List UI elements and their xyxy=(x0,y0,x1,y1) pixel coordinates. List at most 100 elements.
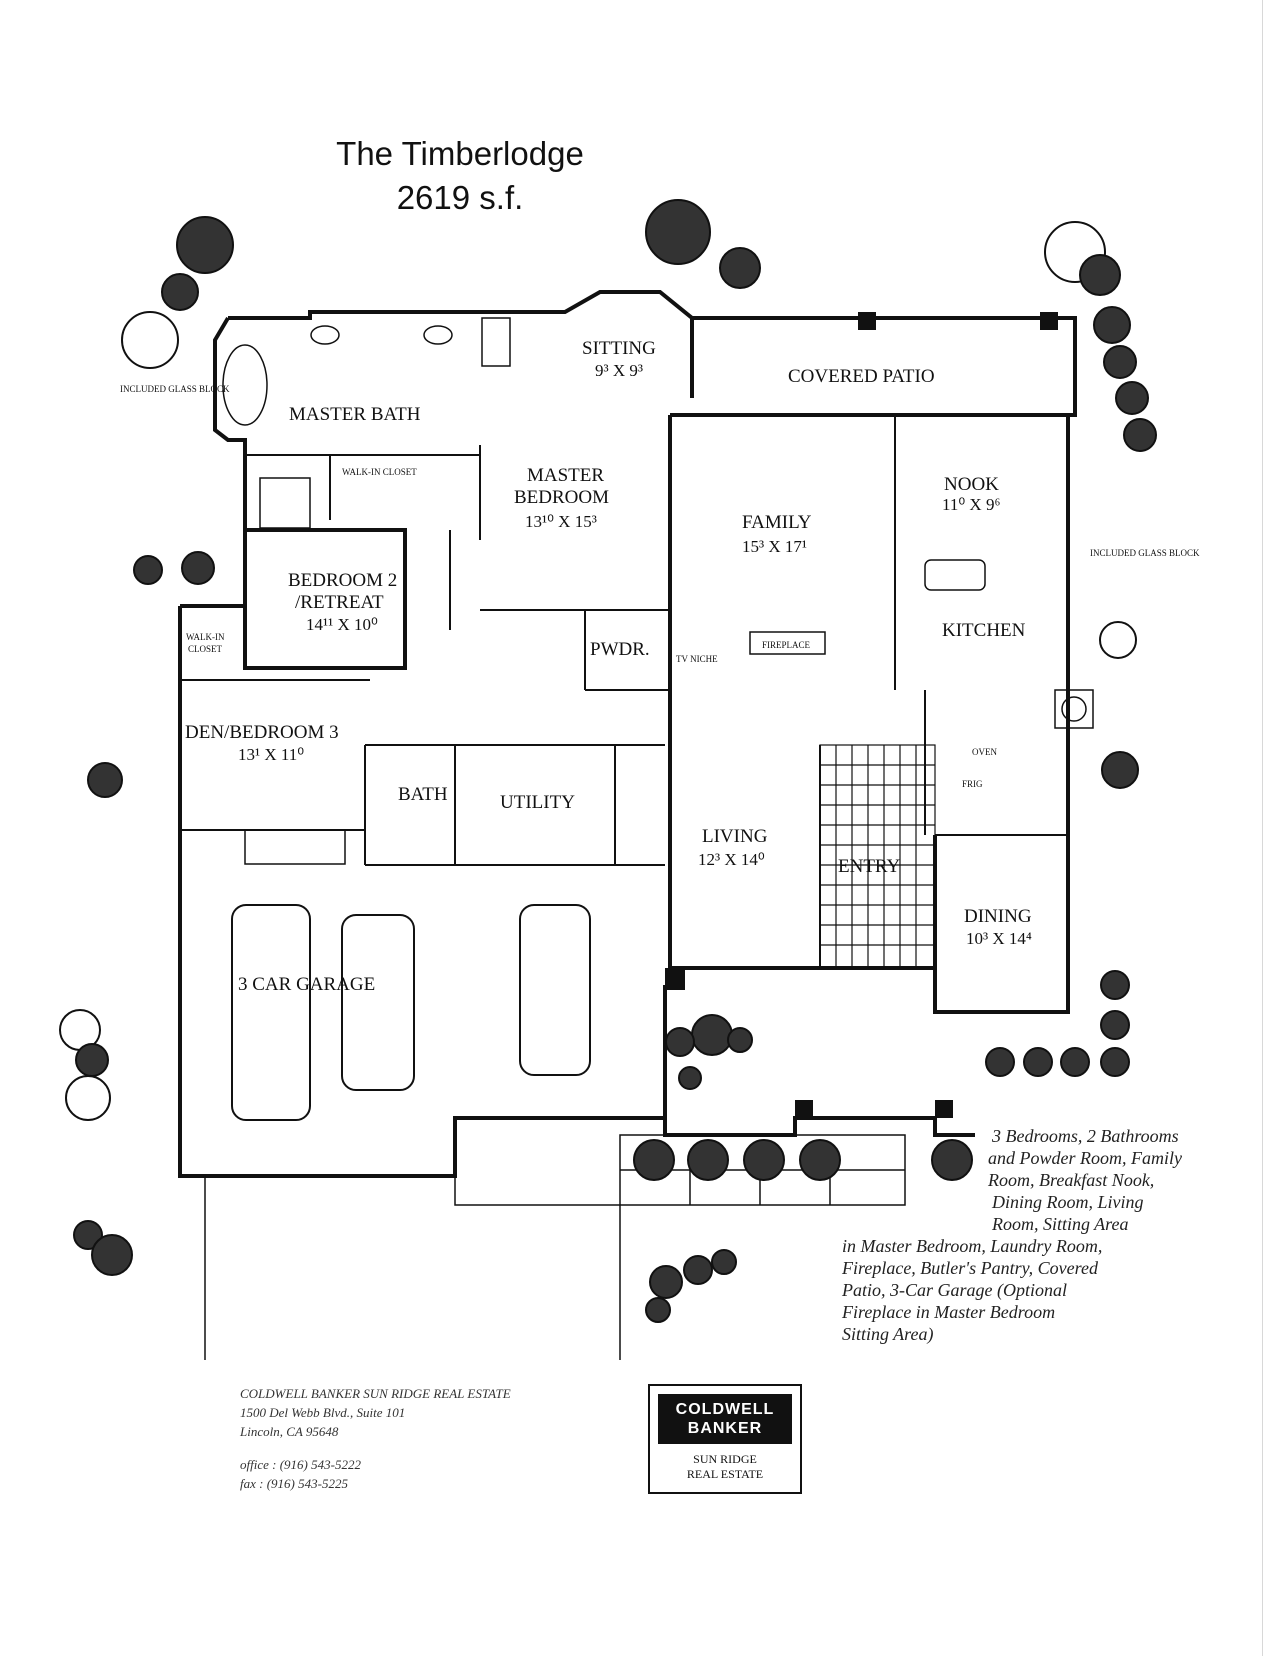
shrub-icon xyxy=(176,216,234,274)
den-dims: 13¹ X 11⁰ xyxy=(238,745,304,764)
kitchen-label: KITCHEN xyxy=(942,620,1026,641)
nook-dims: 11⁰ X 9⁶ xyxy=(942,495,1000,514)
wall-family-west xyxy=(668,415,830,970)
shrub-icon xyxy=(181,551,215,585)
wall-bedroom2 xyxy=(243,528,407,670)
logo-subtitle: SUN RIDGE REAL ESTATE xyxy=(650,1452,800,1482)
feature-line: Patio, 3-Car Garage (Optional xyxy=(842,1280,1067,1300)
cars xyxy=(231,904,591,1121)
room-labels: SITTING 9³ X 9³ COVERED PATIO MASTER BAT… xyxy=(120,338,1200,995)
agency-address-2: Lincoln, CA 95648 xyxy=(240,1424,339,1439)
shrub-icon xyxy=(1023,1047,1053,1077)
plan-name: The Timberlodge xyxy=(336,135,584,172)
shrub-icon xyxy=(65,1075,111,1121)
logo-line-1: COLDWELL xyxy=(675,1401,775,1418)
shrub-icon xyxy=(633,1139,675,1181)
car xyxy=(341,914,415,1091)
oven-label: OVEN xyxy=(972,747,997,757)
shrub-icon xyxy=(691,1014,733,1056)
shrub-icon xyxy=(678,1066,702,1090)
shrub-icon xyxy=(133,555,163,585)
bedroom2-label-1: BEDROOM 2 xyxy=(288,570,397,591)
master-bath-label: MASTER BATH xyxy=(289,404,421,425)
posts xyxy=(665,312,1058,1118)
shrub-icon xyxy=(87,762,123,798)
glass-block-left-label: INCLUDED GLASS BLOCK xyxy=(120,384,230,394)
shrub-icon xyxy=(1100,1010,1130,1040)
logo-line-2: BANKER xyxy=(687,1420,763,1437)
nook-label: NOOK xyxy=(944,474,999,495)
master-bedroom-label-1: MASTER xyxy=(527,465,604,486)
shrub-icon xyxy=(649,1265,683,1299)
shrub-icon xyxy=(985,1047,1015,1077)
feature-line: Fireplace, Butler's Pantry, Covered xyxy=(842,1258,1098,1278)
closet2-label-1: WALK-IN xyxy=(186,632,225,642)
porch-post xyxy=(665,968,685,990)
shrub-icon xyxy=(1115,381,1149,415)
living-label: LIVING xyxy=(702,826,768,847)
frig-label: FRIG xyxy=(962,779,983,789)
fireplace-label: FIREPLACE xyxy=(762,640,811,650)
feature-line: Room, Sitting Area xyxy=(992,1214,1129,1234)
agency-info: COLDWELL BANKER SUN RIDGE REAL ESTATE 15… xyxy=(240,1384,511,1493)
agency-address-1: 1500 Del Webb Blvd., Suite 101 xyxy=(240,1405,406,1420)
den-label: DEN/BEDROOM 3 xyxy=(185,722,339,743)
agency-name: COLDWELL BANKER SUN RIDGE REAL ESTATE xyxy=(240,1386,511,1401)
family-label: FAMILY xyxy=(742,512,812,533)
entry-label: ENTRY xyxy=(838,856,901,877)
shrub-icon xyxy=(645,1297,671,1323)
shrub-icon xyxy=(727,1027,753,1053)
patio-post xyxy=(858,312,876,330)
plan-area: 2619 s.f. xyxy=(396,179,524,216)
shrub-icon xyxy=(73,1220,103,1250)
bathtub xyxy=(222,344,268,426)
agency-fax: fax : (916) 543-5225 xyxy=(240,1476,348,1491)
shrub-icon xyxy=(1093,306,1131,344)
feature-line: and Powder Room, Family xyxy=(988,1148,1182,1168)
dining-dims: 10³ X 14⁴ xyxy=(966,929,1032,948)
powder-label: PWDR. xyxy=(590,639,650,660)
shrub-icon xyxy=(1103,345,1137,379)
feature-line: Room, Breakfast Nook, xyxy=(988,1170,1155,1190)
wall-front-porch xyxy=(663,985,975,1137)
shrub-icon xyxy=(75,1043,109,1077)
entry-tile xyxy=(819,744,936,969)
fireplace xyxy=(749,631,826,655)
family-dims: 15³ X 17¹ xyxy=(742,537,807,556)
ac-unit xyxy=(1054,689,1094,729)
shrub-icon xyxy=(683,1255,713,1285)
shrubs xyxy=(59,199,1157,1323)
wall-master-top xyxy=(228,290,694,398)
kitchen-island xyxy=(924,559,986,591)
driveway-edge xyxy=(454,1176,621,1360)
porch-post xyxy=(935,1100,953,1118)
car xyxy=(231,904,311,1121)
closet2-label-2: CLOSET xyxy=(188,644,223,654)
shrub-icon xyxy=(1100,970,1130,1000)
entry-tile-grid xyxy=(819,744,936,969)
living-dims: 12³ X 14⁰ xyxy=(698,850,765,869)
feature-line: Sitting Area) xyxy=(842,1324,934,1344)
bath-label: BATH xyxy=(398,784,448,805)
ac-fan xyxy=(1061,696,1087,722)
coldwell-banker-logo: COLDWELL BANKER SUN RIDGE REAL ESTATE xyxy=(648,1384,802,1494)
shrub-icon xyxy=(645,199,711,265)
sink xyxy=(423,325,453,345)
walk-in-closet-label: WALK-IN CLOSET xyxy=(342,467,417,477)
shrub-icon xyxy=(799,1139,841,1181)
patio-post xyxy=(1040,312,1058,330)
feature-line: Fireplace in Master Bedroom xyxy=(842,1302,1056,1322)
shrub-icon xyxy=(931,1139,973,1181)
shrub-icon xyxy=(1100,1047,1130,1077)
plan-title: The Timberlodge 2619 s.f. xyxy=(280,132,640,220)
shrub-icon xyxy=(743,1139,785,1181)
shrub-icon xyxy=(1123,418,1157,452)
feature-line: 3 Bedrooms, 2 Bathrooms xyxy=(992,1126,1179,1146)
sink xyxy=(310,325,340,345)
tv-niche-label: TV NICHE xyxy=(676,654,718,664)
shrub-icon xyxy=(711,1249,737,1275)
logo-sub-1: SUN RIDGE xyxy=(693,1452,757,1466)
garage-cabinets xyxy=(244,829,346,865)
feature-line: in Master Bedroom, Laundry Room, xyxy=(842,1236,1103,1256)
